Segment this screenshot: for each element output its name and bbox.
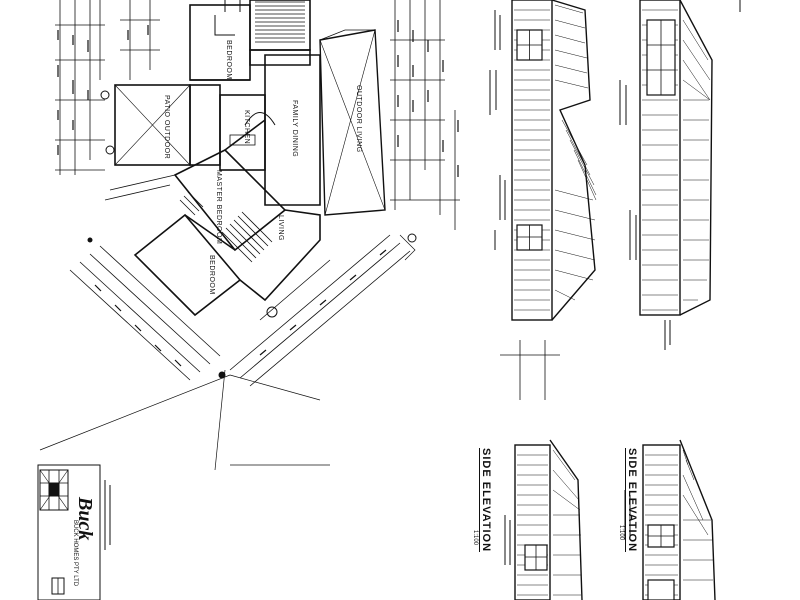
stair-hatching-top [255,1,305,43]
elevation-notes-1 [489,10,506,250]
elevation-scale-2: 1:100 [618,525,624,541]
plan-walls-upper [189,0,311,81]
stair-hatching-wing [179,191,273,263]
elevation-upper-right [619,0,741,350]
elevation-lower-right [624,439,716,600]
room-label-family-dining: FAMILY DINING [291,100,298,158]
floor-plan [39,0,460,471]
outdoor-living-roof [319,29,386,216]
dimension-lines-right [390,0,460,230]
elevation-title-side-2: SIDE ELEVATION [625,448,638,553]
elevation-scale-1: 1:100 [472,530,478,546]
room-label-patio: PATIO OUTDOOR [163,95,170,160]
dimension-text-right [397,20,459,177]
room-label-bedroom-lower: BEDROOM [208,255,215,295]
dimension-text-angled [94,249,387,367]
dimension-lines-angled [69,174,411,387]
room-label-living: LIVING [277,215,284,241]
roof-sheeting-1 [554,4,597,301]
room-label-bedroom: BEDROOM [225,40,232,80]
logo-mark [39,469,69,511]
plan-walls-core [219,54,321,206]
title-block [37,464,111,600]
roof-sheeting-2 [682,19,711,301]
elevation-lower-left [504,439,583,600]
dimension-text-marks [57,25,149,155]
plan-walls-angled-wing [133,119,321,317]
room-label-outdoor-living: OUTDOOR LIVING [355,85,362,153]
elevation-notes-2 [619,80,671,350]
room-label-kitchen: KITCHEN [243,110,250,145]
company-name: BUCK HOMES PTY LTD [72,520,78,587]
elevation-title-side-1: SIDE ELEVATION [479,448,492,553]
roof-sheeting-3 [552,449,581,596]
dimension-lines-left [55,0,160,175]
grid-markers [87,90,417,379]
elevation-upper-left [489,0,597,400]
elevation-notes-3 [504,515,511,565]
elevation-notes-4 [624,490,631,540]
room-label-master-bedroom: MASTER BEDROOM [215,170,222,245]
site-boundary-lines [39,234,416,471]
roof-sheeting-4 [682,449,713,581]
